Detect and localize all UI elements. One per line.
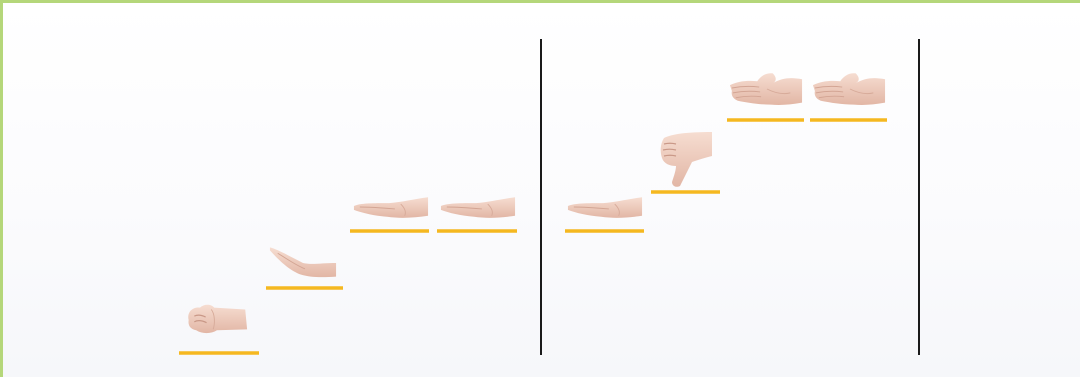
thumbs-down-icon xyxy=(661,132,712,187)
hand-flat-icon xyxy=(568,197,642,218)
hand-flat-icon xyxy=(441,197,515,218)
open-palm-icon xyxy=(730,73,802,105)
gesture-sequence-diagram xyxy=(3,3,1080,380)
open-palm-icon xyxy=(813,73,885,105)
hand-flat-icon xyxy=(354,197,428,218)
hand-tilted-down-icon xyxy=(270,247,336,277)
fist-icon xyxy=(188,305,247,333)
